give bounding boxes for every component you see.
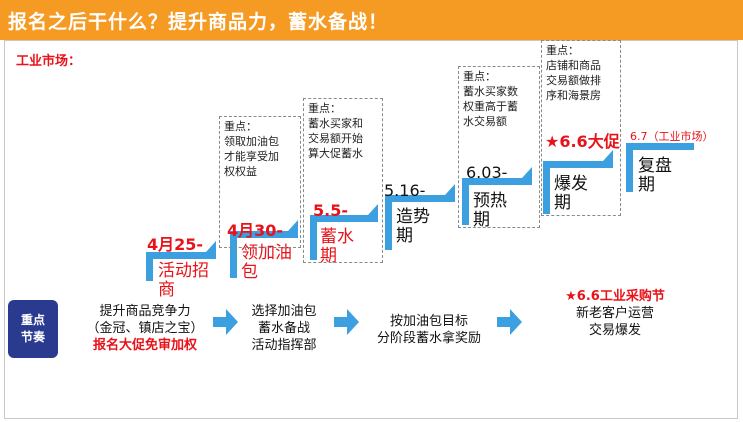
- stage-name-5: 预热期: [473, 191, 507, 230]
- stage-date-2: 4月30-: [227, 221, 284, 240]
- step-bracket-2: [230, 220, 298, 278]
- flow-arrow-1: [213, 309, 238, 335]
- rhythm-item-4-line1: ★6.6工业采购节: [565, 289, 665, 304]
- rhythm-item-4: ★6.6工业采购节 新老客户运营 交易爆发: [548, 288, 682, 339]
- content-frame: [4, 40, 738, 419]
- rhythm-item-1-line3: 报名大促免审加权: [92, 338, 197, 353]
- stage-date-1: 4月25-: [147, 235, 204, 254]
- stage-date-5: 6.03-: [466, 163, 508, 182]
- stage-name-6: 爆发期: [554, 174, 588, 213]
- stage-name-3: 蓄水期: [320, 227, 354, 266]
- note-box-1: 重点： 领取加油包 才能享受加 权权益: [219, 116, 301, 248]
- page-title: 报名之后干什么？提升商品力，蓄水备战！: [8, 11, 389, 33]
- market-subtitle: 工业市场：: [16, 54, 82, 69]
- rhythm-label-badge: 重点节奏: [8, 300, 58, 358]
- stage-date-6: ★6.6大促: [545, 132, 620, 151]
- rhythm-item-1-line2: （金冠、镇店之宝）: [86, 321, 204, 336]
- step-bracket-5: [462, 167, 532, 225]
- rhythm-item-1: 提升商品竞争力 （金冠、镇店之宝） 报名大促免审加权: [75, 303, 215, 354]
- rhythm-item-1-line1: 提升商品竞争力: [99, 304, 191, 319]
- note-box-3: 重点： 蓄水买家数 权重高于蓄 水交易额: [458, 66, 540, 228]
- stage-name-2: 领加油包: [241, 243, 292, 282]
- rhythm-item-2-line3: 活动指挥部: [251, 338, 317, 353]
- flow-arrow-3: [497, 309, 522, 335]
- stage-name-7: 复盘期: [638, 156, 672, 195]
- note-text-3: 重点： 蓄水买家数 权重高于蓄 水交易额: [463, 70, 518, 128]
- rhythm-item-3: 按加油包目标 分阶段蓄水拿奖励: [362, 313, 496, 347]
- rhythm-label: 重点节奏: [20, 313, 45, 344]
- note-text-2: 重点： 蓄水买家和 交易额开始 算大促蓄水: [308, 102, 363, 160]
- step-bracket-3: [310, 204, 378, 260]
- stage-name-1: 活动招商: [158, 261, 209, 300]
- step-bracket-7: [626, 143, 694, 192]
- note-box-2: 重点： 蓄水买家和 交易额开始 算大促蓄水: [303, 98, 383, 263]
- step-bracket-1: [146, 241, 216, 281]
- step-bracket-4: [385, 184, 455, 250]
- note-text-4: 重点： 店铺和商品 交易额做排 序和海景房: [546, 44, 601, 102]
- step-bracket-6: [543, 150, 613, 214]
- rhythm-item-3-line1: 按加油包目标: [389, 314, 468, 329]
- rhythm-item-4-line3: 交易爆发: [588, 323, 641, 338]
- note-box-4: 重点： 店铺和商品 交易额做排 序和海景房: [541, 40, 621, 216]
- note-text-1: 重点： 领取加油包 才能享受加 权权益: [224, 120, 279, 178]
- stage-date-7: 6.7（工业市场）: [630, 130, 714, 143]
- rhythm-item-3-line2: 分阶段蓄水拿奖励: [376, 331, 481, 346]
- stage-date-4: 5.16-: [384, 181, 426, 200]
- header-bar: 报名之后干什么？提升商品力，蓄水备战！: [0, 0, 743, 40]
- rhythm-item-2-line1: 选择加油包: [251, 304, 317, 319]
- rhythm-item-2: 选择加油包 蓄水备战 活动指挥部: [236, 303, 332, 354]
- stage-date-3: 5.5-: [313, 201, 348, 220]
- flow-arrow-2: [334, 309, 359, 335]
- rhythm-item-2-line2: 蓄水备战: [257, 321, 310, 336]
- stage-name-4: 造势期: [396, 207, 430, 246]
- rhythm-item-4-line2: 新老客户运营: [575, 306, 654, 321]
